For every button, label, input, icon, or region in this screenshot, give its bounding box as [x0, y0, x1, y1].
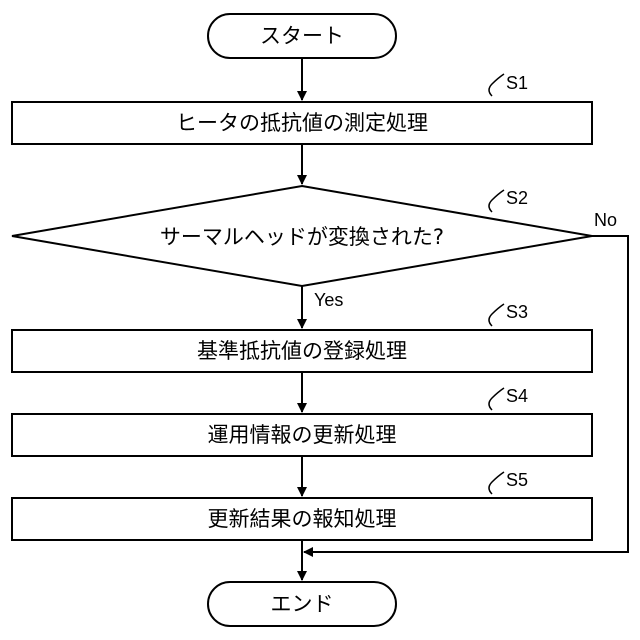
step-s2-label: サーマルヘッドが変換された?	[160, 225, 444, 249]
step-s4-label: 運用情報の更新処理	[208, 423, 397, 447]
step-s1-leader	[489, 74, 504, 96]
end-label: エンド	[271, 592, 334, 616]
step-s4-leader	[489, 388, 504, 410]
step-s3-tag: S3	[506, 302, 528, 322]
start-label: スタート	[260, 24, 344, 48]
branch-no-label: No	[594, 210, 617, 230]
step-s3-label: 基準抵抗値の登録処理	[197, 339, 407, 363]
step-s1-label: ヒータの抵抗値の測定処理	[176, 111, 428, 135]
step-s2-leader	[489, 190, 504, 212]
step-s5-leader	[489, 472, 504, 494]
step-s5-tag: S5	[506, 470, 528, 490]
step-s1-tag: S1	[506, 73, 528, 93]
step-s5-label: 更新結果の報知処理	[208, 507, 397, 531]
step-s4-tag: S4	[506, 386, 528, 406]
branch-yes-label: Yes	[314, 290, 343, 310]
step-s2-tag: S2	[506, 188, 528, 208]
step-s3-leader	[489, 304, 504, 326]
